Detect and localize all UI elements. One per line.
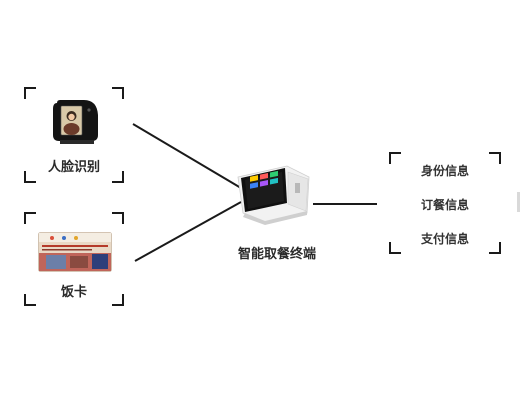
edge-divider bbox=[517, 192, 520, 212]
frame-corner bbox=[24, 212, 36, 224]
connector-card-to-terminal bbox=[134, 201, 242, 262]
frame-corner bbox=[112, 171, 124, 183]
frame-corner bbox=[389, 242, 401, 254]
connector-face-to-terminal bbox=[132, 123, 242, 189]
info-item-identity: 身份信息 bbox=[420, 164, 469, 178]
frame-corner bbox=[489, 242, 501, 254]
face-recognition-label: 人脸识别 bbox=[47, 160, 100, 175]
info-item-payment: 支付信息 bbox=[420, 232, 469, 246]
info-item-order: 订餐信息 bbox=[420, 198, 469, 212]
meal-card-frame bbox=[24, 212, 124, 306]
smart-meal-terminal-icon bbox=[237, 165, 310, 225]
frame-corner bbox=[24, 171, 36, 183]
terminal-label: 智能取餐终端 bbox=[237, 247, 316, 262]
frame-corner bbox=[112, 212, 124, 224]
frame-corner bbox=[489, 152, 501, 164]
face-recognition-frame bbox=[24, 87, 124, 183]
frame-corner bbox=[24, 294, 36, 306]
frame-corner bbox=[112, 87, 124, 99]
meal-card-icon bbox=[38, 232, 112, 272]
face-recognition-device-icon bbox=[53, 100, 98, 144]
meal-card-label: 饭卡 bbox=[60, 285, 87, 300]
frame-corner bbox=[112, 294, 124, 306]
info-panel-frame: 身份信息 订餐信息 支付信息 bbox=[389, 152, 501, 254]
frame-corner bbox=[24, 87, 36, 99]
frame-corner bbox=[389, 152, 401, 164]
